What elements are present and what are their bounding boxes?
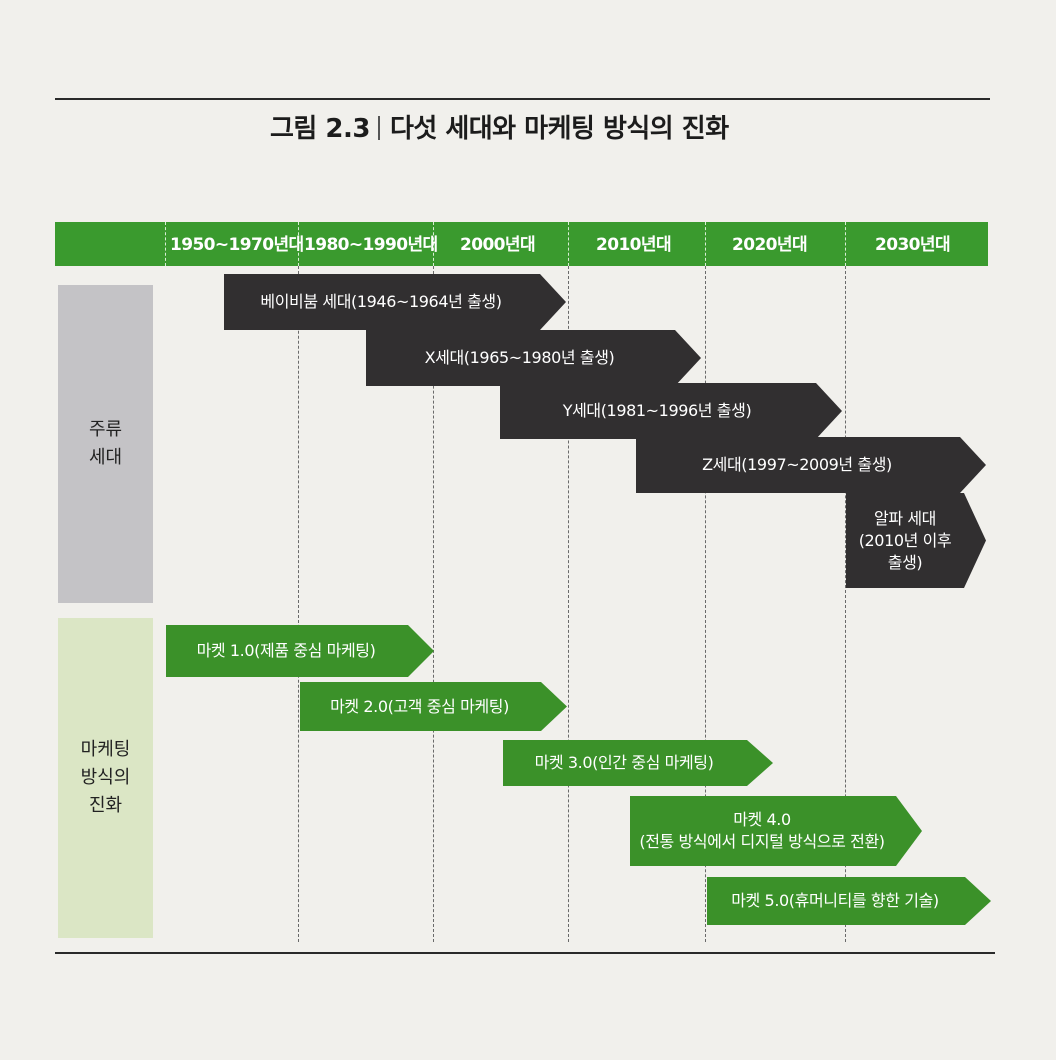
arrow-market-3-0-label: 마켓 3.0(인간 중심 마케팅) (534, 753, 714, 772)
section-marketing-evolution: 마케팅 방식의 진화 (58, 618, 153, 938)
gridline (568, 266, 569, 942)
timeline-period-1980s: 1980~1990년대 (304, 235, 438, 255)
timeline-period-2000s: 2000년대 (460, 235, 536, 255)
gridline (705, 266, 706, 942)
timeline-period-2010s: 2010년대 (596, 235, 672, 255)
timeline-period-2020s: 2020년대 (732, 235, 808, 255)
gridline (845, 266, 846, 942)
figure-title-text: 다섯 세대와 마케팅 방식의 진화 (389, 114, 729, 144)
arrow-market-5-0: 마켓 5.0(휴머니티를 향한 기술) (707, 877, 991, 925)
section-generations-label: 주류 세대 (88, 419, 123, 468)
band-divider (298, 222, 299, 266)
arrow-market-4-0: 마켓 4.0 (전통 방식에서 디지털 방식으로 전환) (630, 796, 922, 866)
arrow-generation-y-label: Y세대(1981~1996년 출생) (562, 401, 752, 420)
figure-title: 그림 2.3 다섯 세대와 마케팅 방식의 진화 (270, 108, 790, 145)
arrow-generation-x: X세대(1965~1980년 출생) (366, 330, 701, 386)
band-divider (165, 222, 166, 266)
arrow-generation-alpha-label: 알파 세대 (2010년 이후 출생) (858, 508, 952, 572)
timeline-band (55, 222, 988, 266)
gridline (433, 266, 434, 942)
arrow-market-3-0: 마켓 3.0(인간 중심 마케팅) (503, 740, 773, 786)
arrow-baby-boomer: 베이비붐 세대(1946~1964년 출생) (224, 274, 566, 330)
timeline-period-2030s: 2030년대 (875, 235, 951, 255)
timeline-period-1950s: 1950~1970년대 (170, 235, 304, 255)
arrow-market-1-0: 마켓 1.0(제품 중심 마케팅) (166, 625, 434, 677)
band-divider (433, 222, 434, 266)
top-rule (55, 98, 990, 100)
arrow-generation-alpha: 알파 세대 (2010년 이후 출생) (846, 493, 986, 588)
arrow-market-2-0-label: 마켓 2.0(고객 중심 마케팅) (330, 696, 509, 716)
section-marketing-label: 마케팅 방식의 진화 (80, 739, 131, 816)
band-divider (568, 222, 569, 266)
arrow-market-4-0-label: 마켓 4.0 (전통 방식에서 디지털 방식으로 전환) (639, 810, 885, 851)
bottom-rule (55, 952, 995, 954)
arrow-generation-z: Z세대(1997~2009년 출생) (636, 437, 986, 493)
section-mainstream-generations: 주류 세대 (58, 285, 153, 603)
arrow-generation-x-label: X세대(1965~1980년 출생) (424, 348, 615, 367)
arrow-market-5-0-label: 마켓 5.0(휴머니티를 향한 기술) (731, 891, 939, 910)
gridline (298, 266, 299, 942)
arrow-generation-y: Y세대(1981~1996년 출생) (500, 383, 842, 439)
band-divider (845, 222, 846, 266)
title-separator (377, 116, 380, 140)
arrow-generation-z-label: Z세대(1997~2009년 출생) (702, 455, 892, 474)
figure-label: 그림 2.3 (270, 114, 370, 144)
arrow-market-2-0: 마켓 2.0(고객 중심 마케팅) (300, 682, 567, 731)
arrow-market-1-0-label: 마켓 1.0(제품 중심 마케팅) (196, 641, 376, 660)
arrow-baby-boomer-label: 베이비붐 세대(1946~1964년 출생) (260, 292, 502, 311)
band-divider (705, 222, 706, 266)
